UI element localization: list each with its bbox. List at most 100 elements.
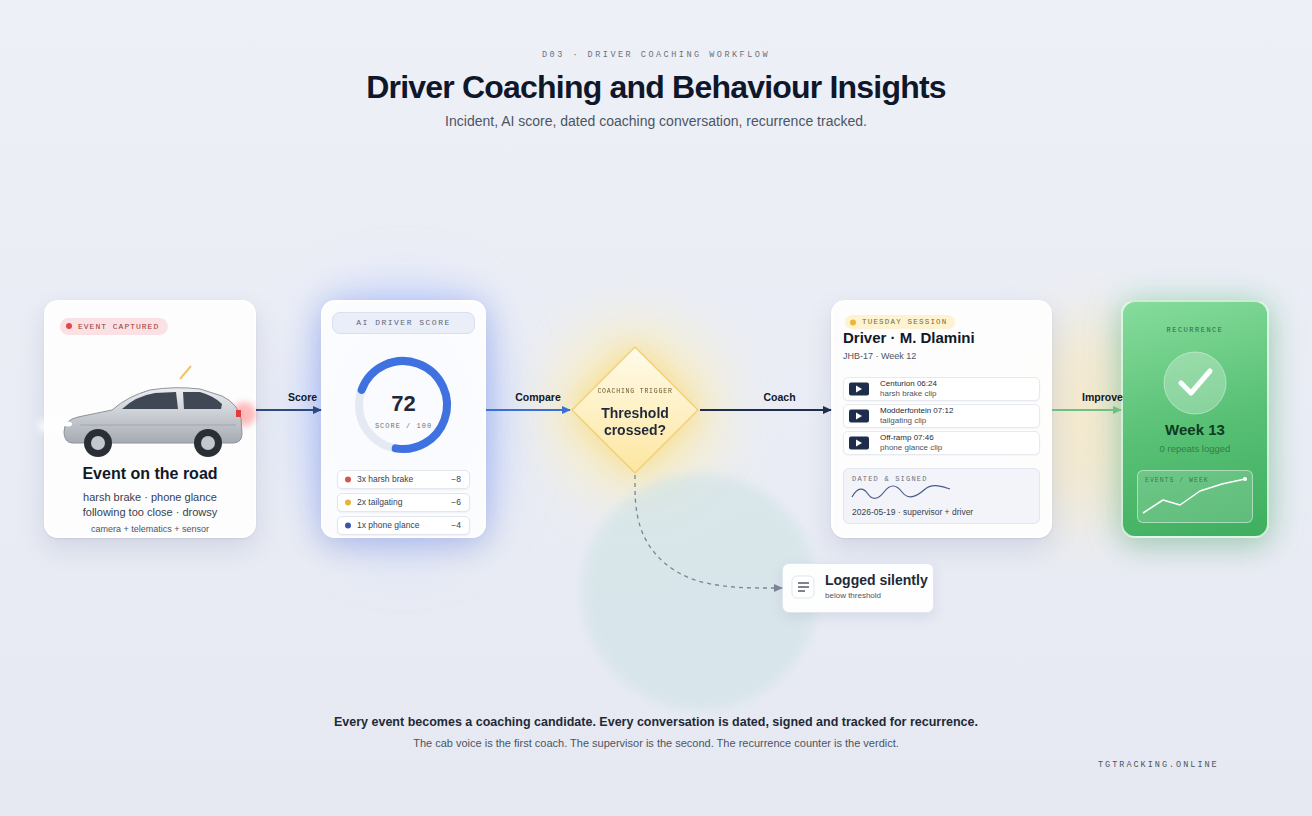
- edge-label: Coach: [763, 391, 795, 403]
- edge-label: Compare: [515, 391, 561, 403]
- node-text: −6: [451, 494, 461, 511]
- taillight-glow: [232, 402, 256, 426]
- log-icon: [792, 576, 814, 598]
- wheel-hub: [201, 436, 215, 450]
- status-dot: [850, 320, 856, 326]
- node-text: Threshold crossed?: [585, 405, 685, 439]
- flow-connector: [1052, 409, 1121, 411]
- watermark: TGTRACKING.ONLINE: [1098, 760, 1219, 770]
- severity-dot: [345, 500, 351, 506]
- headlight-glow: [38, 417, 74, 435]
- node-heading: 1x phone glance: [357, 517, 419, 534]
- play-icon: [849, 383, 869, 450]
- node-text: phone glance clip: [880, 443, 942, 453]
- clip-row: Off-ramp 07:46phone glance clip: [843, 431, 1040, 455]
- node-text: 0 repeats logged: [1123, 443, 1267, 454]
- node-text: −4: [451, 517, 461, 534]
- node-heading: TUESDAY SESSION: [845, 315, 955, 329]
- log-box: Logged silently below threshold: [782, 563, 934, 613]
- clip-icon: [849, 383, 869, 396]
- clip-icon: [849, 437, 869, 450]
- play-triangle: [856, 413, 862, 420]
- blue-glow: [298, 284, 508, 554]
- speed-streak: [46, 436, 74, 439]
- node-text: 72: [323, 390, 484, 418]
- page-caption: Every event becomes a coaching candidate…: [0, 715, 1312, 729]
- edge-label: Score: [288, 391, 317, 403]
- car-window: [122, 392, 178, 409]
- node-heading: Logged silently: [825, 572, 928, 588]
- node-text: −8: [451, 471, 461, 488]
- sparkline-end: [1243, 477, 1247, 481]
- node-text: harsh brake · phone glance following too…: [65, 490, 235, 520]
- node-text: camera + telematics + sensor: [46, 524, 254, 534]
- node-text: SCORE / 100: [323, 422, 484, 430]
- car-illustration: [38, 366, 256, 457]
- chart-box: EVENTS / WEEK: [1137, 470, 1253, 523]
- node-heading: EVENTS / WEEK: [1145, 477, 1209, 484]
- yellow-glow: [550, 325, 720, 495]
- node-text: JHB-17 · Week 12: [843, 351, 916, 361]
- node-heading: DATED & SIGNED: [852, 475, 928, 483]
- node-text: Week 13: [1123, 421, 1267, 438]
- node-text: 2026-05-19 · supervisor + driver: [852, 507, 973, 517]
- flow-connector: [700, 409, 831, 411]
- node-heading: EVENT CAPTURED: [60, 318, 168, 335]
- flow-connector: [486, 409, 570, 411]
- icon-line: [798, 590, 805, 591]
- recurrence-card: RECURRENCE Week 13 0 repeats loggedEVENTS …: [1121, 300, 1269, 538]
- node-heading: Off-ramp 07:46: [880, 433, 934, 443]
- sparkline: [1143, 479, 1245, 513]
- car-body: [64, 388, 242, 443]
- headlight: [64, 422, 72, 427]
- section-kicker: D03 · DRIVER COACHING WORKFLOW: [0, 50, 1312, 60]
- severity-dot: [345, 477, 351, 483]
- event-card: EVENT CAPTURED Event on the road harsh bra…: [44, 300, 256, 538]
- gauge-arc: [347, 349, 460, 462]
- node-text: below threshold: [825, 591, 881, 600]
- check-circle: [1164, 352, 1226, 414]
- status-dot: [66, 323, 72, 329]
- severity-dot: [345, 523, 351, 529]
- node-heading: 3x harsh brake: [357, 471, 413, 488]
- node-text: Driver · M. Dlamini: [843, 329, 975, 346]
- node-heading: Modderfontein 07:12: [880, 406, 953, 416]
- node-heading: COACHING TRIGGER: [570, 388, 700, 395]
- node-heading: RECURRENCE: [1123, 326, 1267, 334]
- flow-connector: [256, 409, 321, 411]
- score-row: 2x tailgating−6: [337, 493, 470, 512]
- signature-line: [852, 486, 950, 499]
- car-trim: [80, 425, 236, 426]
- node-text: Event on the road: [46, 465, 254, 483]
- page-title: Driver Coaching and Behaviour Insights: [0, 68, 1312, 106]
- clip-icon: [849, 410, 869, 423]
- node-text: harsh brake clip: [880, 389, 936, 399]
- score-row: 1x phone glance −4: [337, 516, 470, 535]
- wheel-hub: [91, 436, 105, 450]
- car-wheel: [194, 429, 222, 457]
- play-triangle: [856, 386, 862, 393]
- check-mark: [1181, 371, 1210, 393]
- motion-mark: [180, 366, 191, 379]
- car-wheel: [84, 429, 112, 457]
- car-window: [183, 392, 222, 409]
- icon-line: [798, 582, 809, 583]
- clip-row: Modderfontein 07:12tailgating clip: [843, 404, 1040, 428]
- footnote: The cab voice is the first coach. The su…: [0, 737, 1312, 749]
- session-card: TUESDAY SESSIONDriver · M. DlaminiJHB-17…: [831, 300, 1052, 538]
- subtitle: Incident, AI score, dated coaching conve…: [0, 113, 1312, 129]
- clip-row: Centurion 06:24harsh brake clip: [843, 377, 1040, 401]
- icon-line: [798, 586, 809, 587]
- decision-diamond: COACHING TRIGGER Threshold crossed?: [570, 345, 700, 475]
- play-triangle: [856, 440, 862, 447]
- score-row: 3x harsh brake −8: [337, 470, 470, 489]
- signature-box: DATED & SIGNED 2026-05-19 · supervisor + …: [843, 468, 1040, 524]
- diamond-shape: [572, 347, 698, 473]
- icon-frame: [792, 576, 814, 598]
- score-card: AI DRIVER SCORE72SCORE / 1003x harsh bra…: [321, 300, 486, 538]
- speed-streak: [40, 426, 72, 430]
- node-text: tailgating clip: [880, 416, 926, 426]
- taillight: [236, 410, 241, 417]
